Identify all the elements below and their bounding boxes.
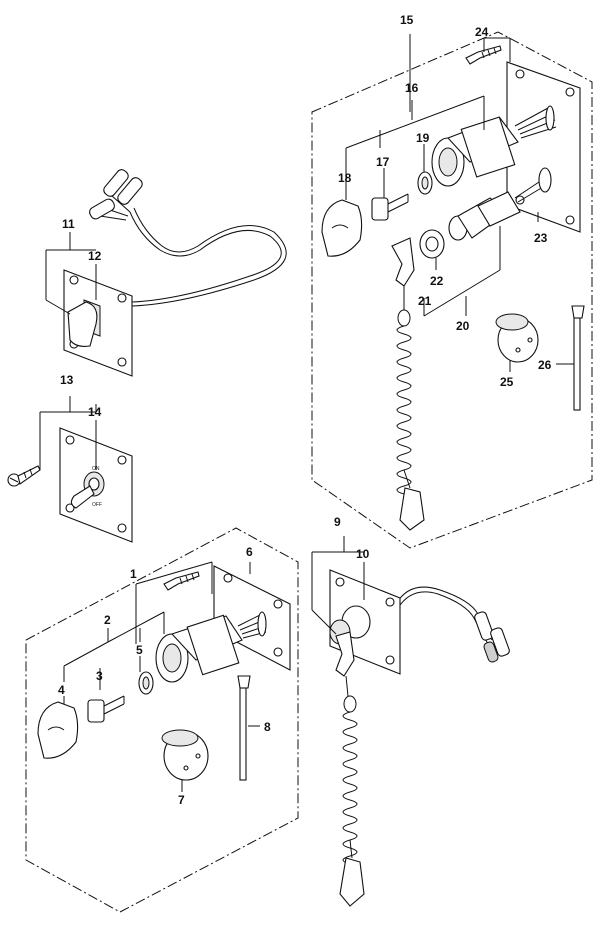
callout-23: 23 xyxy=(534,231,548,245)
callout-10: 10 xyxy=(356,547,370,561)
group-11-switch-with-harness: 11 12 xyxy=(45,169,287,377)
washer xyxy=(417,171,433,195)
plate-hole xyxy=(117,293,127,303)
screw xyxy=(465,45,502,65)
switch-rocker xyxy=(67,301,98,347)
callout-3: 3 xyxy=(96,669,103,683)
callout-20: 20 xyxy=(456,319,470,333)
callout-5: 5 xyxy=(136,643,143,657)
callout-15: 15 xyxy=(400,13,414,27)
group-15-boundary xyxy=(311,31,593,549)
cap xyxy=(495,313,539,363)
group-9-stop-switch-with-lanyard: 9 10 xyxy=(311,515,510,907)
lanyard-coil xyxy=(342,711,358,873)
plate-hole xyxy=(223,573,233,583)
callout-24: 24 xyxy=(475,25,489,39)
stop-switch-body xyxy=(448,167,552,241)
panel-plate xyxy=(213,565,291,671)
lanyard-ring xyxy=(343,695,357,713)
nut xyxy=(419,229,445,259)
callout-19: 19 xyxy=(416,131,430,145)
lanyard-hook xyxy=(339,857,365,907)
callout-4: 4 xyxy=(58,683,65,697)
key xyxy=(87,695,125,723)
panel-plate xyxy=(506,61,581,233)
off-marking: OFF xyxy=(92,502,102,508)
connector xyxy=(474,611,494,641)
connector xyxy=(89,198,115,220)
toggle-base xyxy=(88,477,100,491)
connector xyxy=(490,627,510,657)
group-1-ignition-switch-kit: 1 6 2 5 3 4 8 7 xyxy=(25,527,299,913)
plate-hole xyxy=(515,69,525,79)
callout-7: 7 xyxy=(178,793,185,807)
toggle-lever xyxy=(70,485,95,509)
callout-16: 16 xyxy=(405,81,419,95)
plate-hole xyxy=(565,87,575,97)
group-1-boundary xyxy=(25,527,299,913)
group-15-remote-switch-panel: 15 24 16 19 17 18 23 22 21 20 25 26 xyxy=(311,13,593,549)
plate-hole xyxy=(515,195,525,205)
plate-hole xyxy=(385,655,395,665)
callout-22: 22 xyxy=(430,274,444,288)
washer xyxy=(138,671,154,695)
plate-hole xyxy=(65,435,75,445)
callout-1: 1 xyxy=(130,567,137,581)
ignition-switch-body xyxy=(155,611,267,683)
callout-2: 2 xyxy=(104,613,111,627)
plate-hole xyxy=(565,215,575,225)
plate-hole xyxy=(335,577,345,587)
callout-6: 6 xyxy=(246,545,253,559)
group-13-on-off-switch: ON OFF 13 14 xyxy=(7,373,133,543)
callout-17: 17 xyxy=(376,155,390,169)
plate-hole xyxy=(385,597,395,607)
callout-14: 14 xyxy=(88,405,102,419)
plate-hole xyxy=(273,647,283,657)
connector-tip xyxy=(483,641,499,663)
key-cover xyxy=(37,701,79,759)
callout-26: 26 xyxy=(538,358,552,372)
connector xyxy=(103,169,129,197)
plate-hole xyxy=(65,503,75,513)
cable-tie xyxy=(571,305,585,411)
key-cover xyxy=(321,199,363,257)
callout-13: 13 xyxy=(60,373,74,387)
connector xyxy=(117,177,143,205)
cable-tie xyxy=(237,675,251,781)
plate-hole xyxy=(117,523,127,533)
callout-12: 12 xyxy=(88,249,102,263)
plate-hole xyxy=(117,357,127,367)
callout-11: 11 xyxy=(62,217,75,231)
key xyxy=(371,193,409,221)
plate-hole xyxy=(117,455,127,465)
plate-hole xyxy=(273,599,283,609)
callout-18: 18 xyxy=(338,171,352,185)
callout-25: 25 xyxy=(500,375,514,389)
screw xyxy=(163,571,200,591)
callout-21: 21 xyxy=(418,294,432,308)
callout-9: 9 xyxy=(334,515,341,529)
plate-hole xyxy=(69,275,79,285)
callout-8: 8 xyxy=(264,720,271,734)
lanyard-clip xyxy=(335,631,355,677)
ignition-switch-body xyxy=(431,105,557,187)
lanyard-cord xyxy=(391,237,425,531)
cap xyxy=(161,729,209,781)
screw xyxy=(7,465,41,487)
